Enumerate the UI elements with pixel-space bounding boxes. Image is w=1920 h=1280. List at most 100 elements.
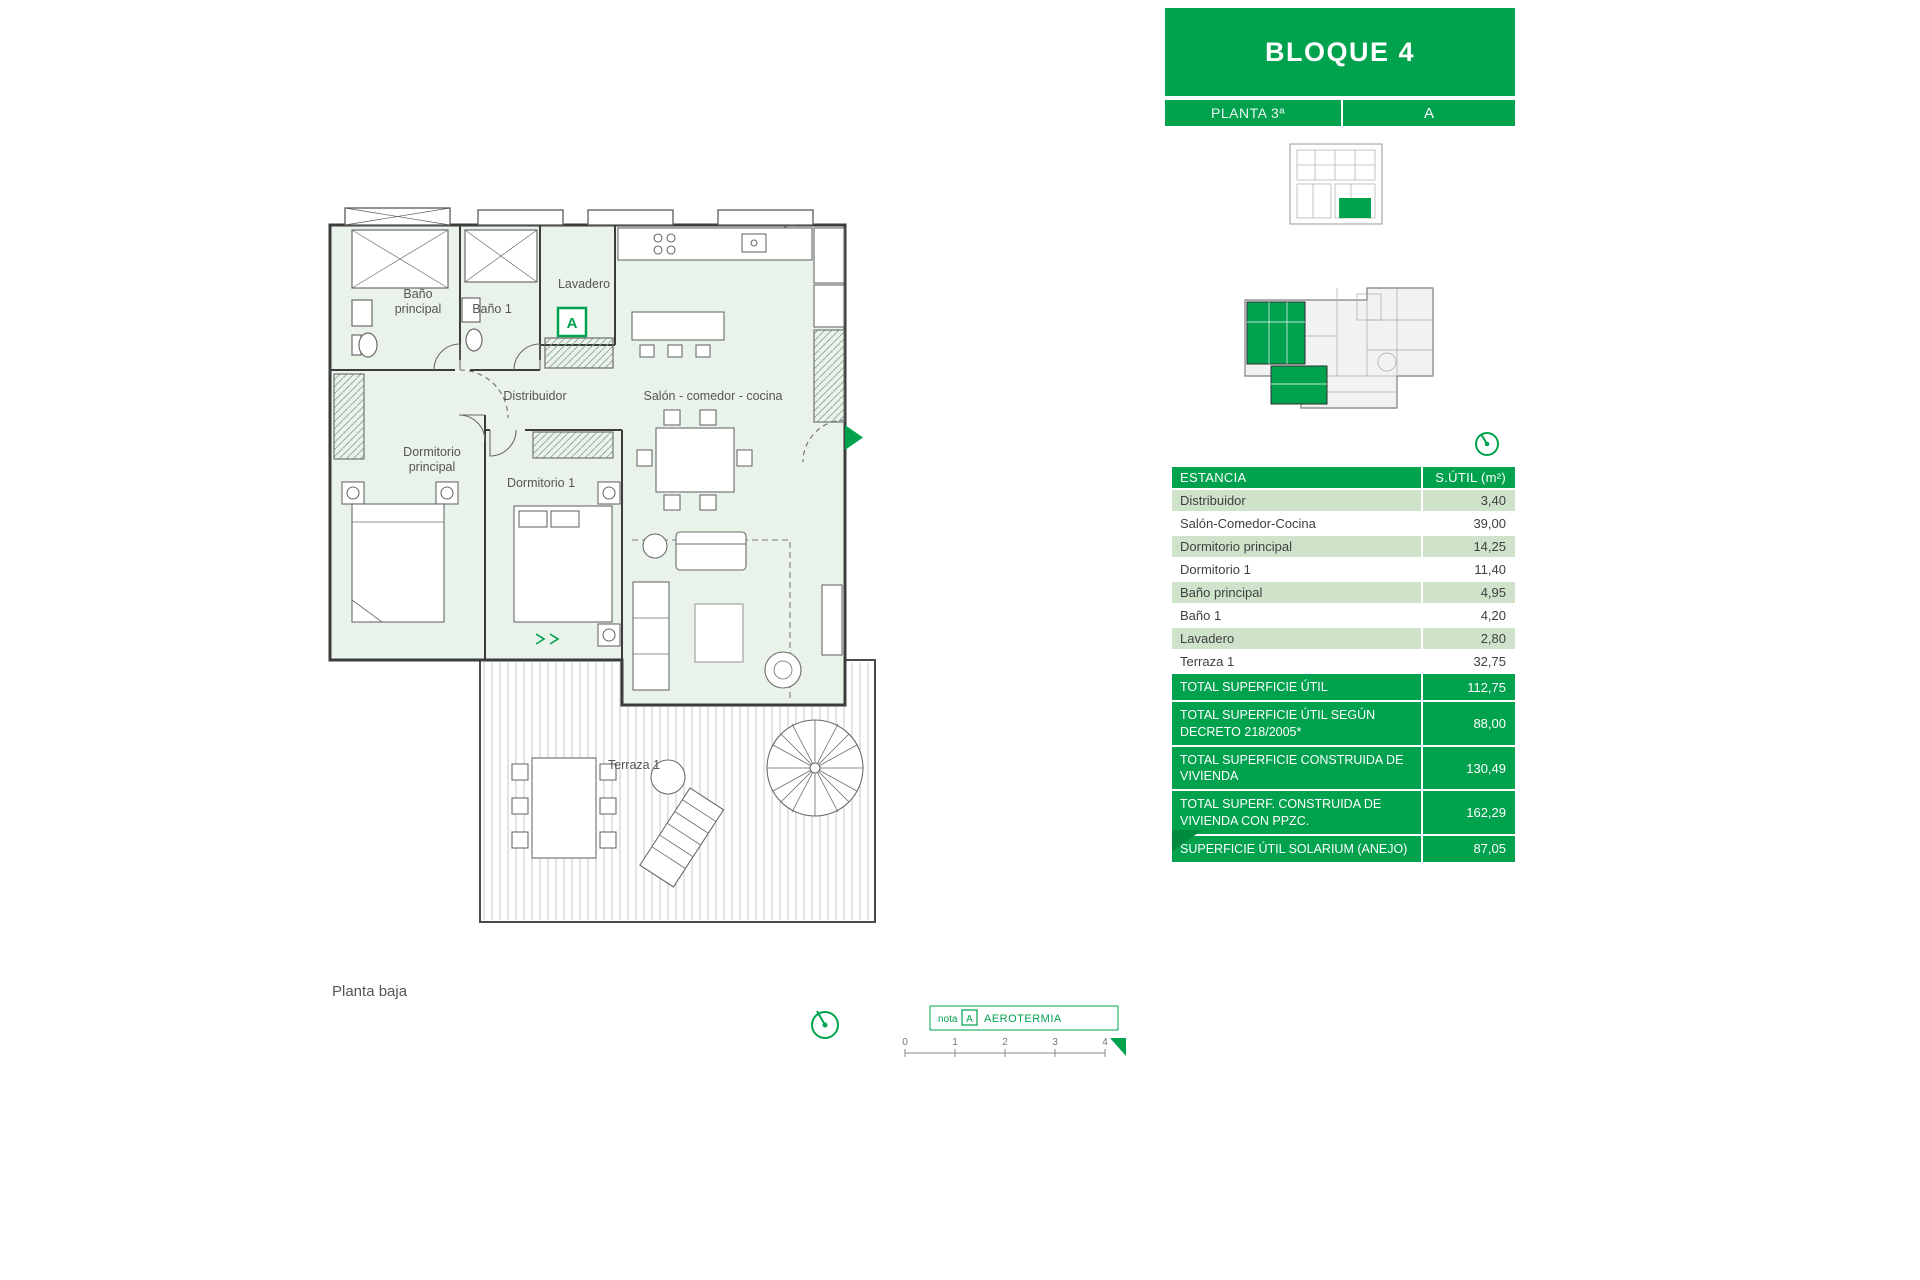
coffee-table <box>694 603 744 663</box>
entrance-arrow-icon <box>845 425 863 450</box>
note-label: nota <box>938 1014 958 1025</box>
note-box: nota A AEROTERMIA <box>929 1005 1119 1031</box>
total-label: SUPERFICIE ÚTIL SOLARIUM (ANEJO) <box>1172 835 1421 862</box>
sun-lounger <box>639 787 725 888</box>
table-row: Dormitorio 1 11,40 <box>1172 559 1515 580</box>
row-value: 14,25 <box>1423 536 1515 557</box>
sofa <box>675 531 747 571</box>
table-row: Lavadero 2,80 <box>1172 628 1515 649</box>
total-value: 88,00 <box>1423 702 1515 745</box>
block-plan-thumbnail <box>1237 280 1445 428</box>
kitchen-island <box>631 311 725 341</box>
scale-corner-icon <box>1110 1038 1126 1056</box>
total-label: TOTAL SUPERFICIE ÚTIL SEGÚN DECRETO 218/… <box>1172 702 1421 745</box>
scale-tick: 2 <box>1002 1037 1008 1048</box>
bathroom-principal-fixtures <box>351 229 449 358</box>
aerothermal-marks <box>535 633 560 645</box>
label-bano-1: Baño 1 <box>472 302 512 316</box>
table-total-row: TOTAL SUPERFICIE ÚTIL SEGÚN DECRETO 218/… <box>1172 702 1515 745</box>
note-letter: A <box>966 1014 973 1025</box>
total-value: 87,05 <box>1423 835 1515 862</box>
info-panel: BLOQUE 4 PLANTA 3ª A <box>1165 8 1515 868</box>
row-value: 4,20 <box>1423 605 1515 626</box>
scale-tick: 1 <box>952 1037 958 1048</box>
bed <box>351 503 445 623</box>
label-dormitorio-1: Dormitorio 1 <box>507 476 575 490</box>
total-label: TOTAL SUPERFICIE CONSTRUIDA DE VIVIENDA <box>1172 746 1421 790</box>
table-row: Distribuidor 3,40 <box>1172 490 1515 511</box>
master-bedroom-furniture <box>333 373 459 623</box>
table-total-row: TOTAL SUPERFICIE ÚTIL 112,75 <box>1172 674 1515 701</box>
table-row: Salón-Comedor-Cocina 39,00 <box>1172 513 1515 534</box>
living-room-furniture <box>632 409 843 691</box>
row-value: 32,75 <box>1423 651 1515 672</box>
floor-label: PLANTA 3ª <box>1165 100 1341 126</box>
wardrobe <box>333 373 365 460</box>
tv-unit <box>632 581 670 691</box>
marker-letter: A <box>567 315 578 332</box>
row-value: 4,95 <box>1423 582 1515 603</box>
site-plan-thumbnail <box>1285 140 1387 238</box>
highlighted-unit <box>1246 301 1328 405</box>
kitchen-fixtures <box>617 227 845 423</box>
row-label: Distribuidor <box>1172 490 1421 511</box>
row-value: 11,40 <box>1423 559 1515 580</box>
aerothermal-marker: A <box>556 306 588 338</box>
scale-tick: 0 <box>902 1037 908 1048</box>
label-salon: Salón - comedor - cocina <box>644 389 783 403</box>
floor-plan: A Baño principal Baño 1 Lavadero Distrib… <box>328 207 1126 1057</box>
total-label: TOTAL SUPERFICIE ÚTIL <box>1172 674 1421 701</box>
column-header-estancia: ESTANCIA <box>1172 467 1421 488</box>
dining-table <box>655 427 735 493</box>
table-row: Baño principal 4,95 <box>1172 582 1515 603</box>
total-value: 162,29 <box>1423 791 1515 834</box>
row-label: Dormitorio 1 <box>1172 559 1421 580</box>
total-label: TOTAL SUPERF. CONSTRUIDA DE VIVIENDA CON… <box>1172 791 1421 834</box>
terrace-table <box>531 757 597 859</box>
total-value: 130,49 <box>1423 746 1515 790</box>
row-label: Lavadero <box>1172 628 1421 649</box>
table-total-row: SUPERFICIE ÚTIL SOLARIUM (ANEJO) 87,05 <box>1172 835 1515 862</box>
table-row: Dormitorio principal 14,25 <box>1172 536 1515 557</box>
note-text: AEROTERMIA <box>984 1013 1062 1025</box>
floor-caption: Planta baja <box>332 983 408 1000</box>
label-dormitorio-principal-1: Dormitorio <box>403 445 461 459</box>
highlighted-unit <box>1339 198 1371 218</box>
compass-icon <box>1471 428 1503 460</box>
label-lavadero: Lavadero <box>558 277 610 291</box>
table-total-row: TOTAL SUPERF. CONSTRUIDA DE VIVIENDA CON… <box>1172 791 1515 834</box>
north-icon <box>811 1010 839 1039</box>
scale-tick: 3 <box>1052 1037 1058 1048</box>
scale-bar: 0 1 2 3 4 <box>902 1037 1126 1057</box>
row-label: Baño 1 <box>1172 605 1421 626</box>
row-label: Terraza 1 <box>1172 651 1421 672</box>
row-label: Baño principal <box>1172 582 1421 603</box>
panel-fold <box>1172 830 1202 852</box>
row-value: 39,00 <box>1423 513 1515 534</box>
room-labels: Baño principal Baño 1 Lavadero Distribui… <box>395 277 783 772</box>
cabinet <box>821 584 843 656</box>
block-header: BLOQUE 4 <box>1165 8 1515 96</box>
unit-letter: A <box>1343 100 1515 126</box>
total-value: 112,75 <box>1423 674 1515 701</box>
block-title: BLOQUE 4 <box>1264 36 1416 67</box>
label-bano-principal-1: Baño <box>403 287 432 301</box>
laundry-fixtures <box>544 337 614 369</box>
terrace-furniture <box>511 719 864 888</box>
spiral-staircase <box>766 719 864 817</box>
label-bano-principal-2: principal <box>395 302 442 316</box>
side-table <box>642 533 668 559</box>
row-value: 2,80 <box>1423 628 1515 649</box>
table-header-row: ESTANCIA S.ÚTIL (m²) <box>1172 467 1515 488</box>
round-table <box>650 759 686 795</box>
areas-table: ESTANCIA S.ÚTIL (m²) Distribuidor 3,40 S… <box>1172 465 1515 862</box>
table-row: Terraza 1 32,75 <box>1172 651 1515 672</box>
scale-tick: 4 <box>1102 1037 1108 1048</box>
floor-unit-row: PLANTA 3ª A <box>1165 100 1515 126</box>
label-dormitorio-principal-2: principal <box>409 460 456 474</box>
label-distribuidor: Distribuidor <box>503 389 566 403</box>
facade-closets <box>344 207 814 226</box>
table-row: Baño 1 4,20 <box>1172 605 1515 626</box>
table-total-row: TOTAL SUPERFICIE CONSTRUIDA DE VIVIENDA … <box>1172 746 1515 790</box>
